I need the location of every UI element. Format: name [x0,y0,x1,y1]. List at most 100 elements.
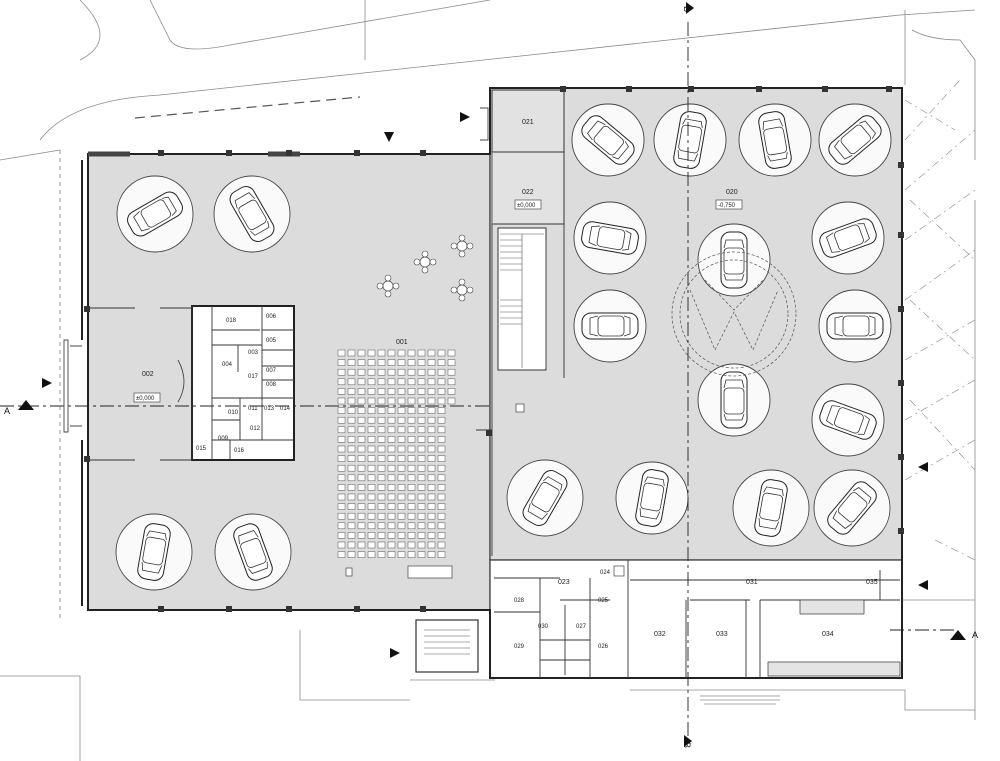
seat [437,493,446,501]
seat [347,388,356,395]
label-r034: 034 [822,631,834,638]
label-r030: 030 [538,624,549,630]
seat [447,349,456,357]
seat [377,512,386,520]
seat [377,407,386,414]
seat [407,522,416,530]
seat [407,359,416,366]
seat [417,455,426,462]
seat [437,455,446,462]
seat [367,407,376,414]
seat [417,512,426,520]
seat [427,455,436,462]
seat [337,445,346,453]
seat [417,349,426,357]
outer-walls [81,87,903,679]
seat [437,464,446,472]
seat [437,368,446,376]
label-r022: 022 [522,189,534,196]
seat [427,378,436,386]
turntable [697,363,771,437]
seat [407,388,416,395]
seat [397,436,406,443]
entrance-arrows [42,112,928,658]
label-entrance: 002 [142,371,154,378]
turntable [115,513,193,591]
seat [377,436,386,443]
seat [427,388,436,395]
seat [427,407,436,414]
seat [337,378,346,386]
seat [387,359,396,366]
seat [337,407,346,414]
seat [377,532,386,539]
section-a-right: A [972,630,978,640]
seat [397,368,406,376]
seat [367,388,376,395]
turntable [813,469,891,547]
seat [337,484,346,491]
seat [417,368,426,376]
seat [417,503,426,510]
seat [347,416,356,424]
seat [437,378,446,386]
seat [347,407,356,414]
seat [407,368,416,376]
label-r015: 015 [196,446,207,452]
seat [357,426,366,434]
seat [377,445,386,453]
level-showroom: -0,750 [718,203,736,209]
seat [367,503,376,510]
seat [397,493,406,501]
seat [337,464,346,472]
turntable-group [115,103,892,591]
level-tags: ±0,000 ±0,000 -0,750 [133,199,743,403]
seat [337,349,346,357]
seat [437,484,446,491]
cafe-table [450,278,474,302]
seat [347,397,356,405]
seat [377,551,386,558]
seat [437,436,446,443]
service-fills [767,599,901,677]
seat [367,532,376,539]
seat [367,464,376,472]
seat [387,455,396,462]
seat [387,541,396,549]
diagonal-guides [904,79,976,561]
furniture [345,403,625,579]
cafe-table [376,274,400,298]
seat [337,359,346,366]
seat [397,378,406,386]
car-icon [720,371,748,429]
seat [397,474,406,482]
seat [397,388,406,395]
seat [357,512,366,520]
seat [357,532,366,539]
seat [407,464,416,472]
level-lobby: ±0,000 [517,203,536,209]
seat [407,397,416,405]
seat [357,349,366,357]
turntable [697,223,771,297]
car-icon [758,111,792,169]
seat [427,426,436,434]
cafe-tables [376,234,474,302]
label-r024: 024 [600,570,611,576]
entrance-canopy [63,107,489,433]
label-r013: 013 [264,406,275,412]
seat [447,359,456,366]
seat [357,474,366,482]
seat [427,397,436,405]
car-icon [229,186,275,242]
section-lines [0,22,955,740]
seat [407,474,416,482]
seat [417,551,426,558]
turntable [573,201,647,275]
seat [437,397,446,405]
label-r005: 005 [266,338,277,344]
turntable [732,469,810,547]
label-r025: 025 [598,598,609,604]
seat [447,397,456,405]
seat [357,397,366,405]
